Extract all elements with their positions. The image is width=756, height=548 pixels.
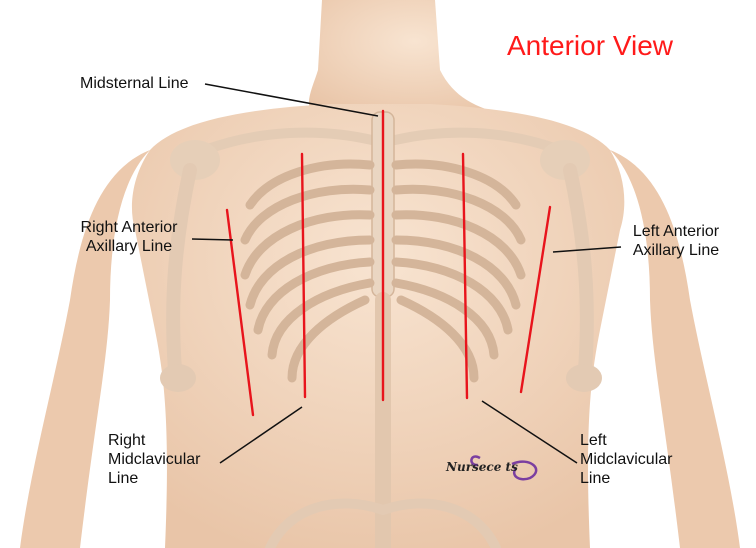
stethoscope-icon xyxy=(470,455,538,481)
label-left-anterior-axillary-line: Left Anterior Axillary Line xyxy=(632,223,720,259)
leader-lines xyxy=(191,83,622,464)
label-right-midclavicular-line: Right Midclavicular Line xyxy=(108,432,201,487)
diagram-title: Anterior View xyxy=(507,30,674,61)
label-midsternal-line: Midsternal Line xyxy=(80,75,189,92)
left-anterior-axillary-line xyxy=(519,205,552,394)
right-midclavicular-leader xyxy=(219,406,303,464)
label-right-anterior-axillary-line: Right Anterior Axillary Line xyxy=(80,219,178,255)
left-midclavicular-line xyxy=(461,152,469,400)
nurseceuts-logo: Nursece ts xyxy=(446,460,518,474)
right-anterior-axillary-leader xyxy=(191,238,234,241)
right-midclavicular-line xyxy=(300,152,307,399)
reference-lines xyxy=(225,109,552,417)
left-anterior-axillary-leader xyxy=(552,246,622,253)
label-left-midclavicular-line: Left Midclavicular Line xyxy=(580,432,673,487)
midsternal-leader xyxy=(204,83,379,117)
rib-cage-illustration xyxy=(160,111,602,548)
right-anterior-axillary-line xyxy=(225,208,255,417)
left-midclavicular-leader xyxy=(481,400,578,464)
